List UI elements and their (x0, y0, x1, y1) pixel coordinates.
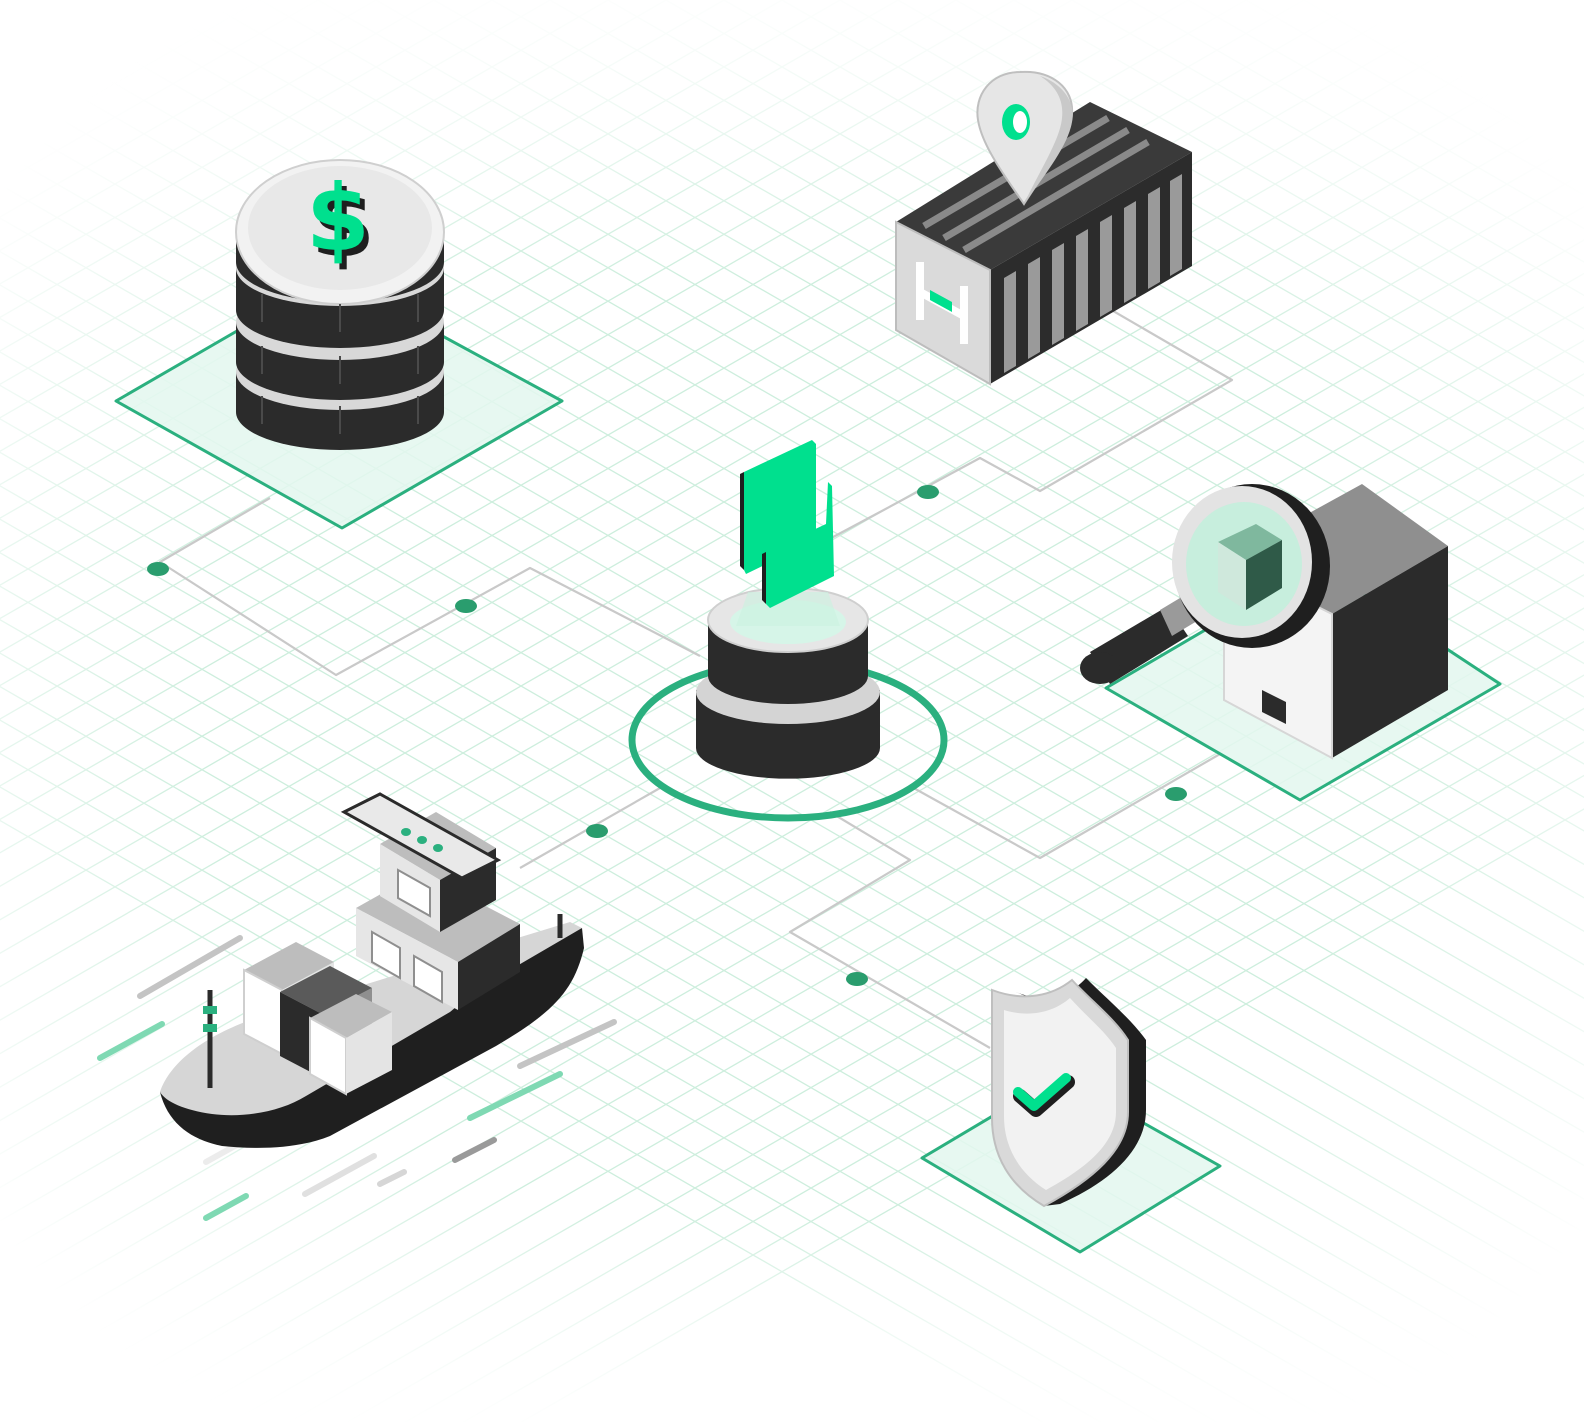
connector-container (819, 307, 1234, 545)
node-dot (455, 599, 477, 613)
magnifier-package-icon (1080, 484, 1502, 802)
node-dot (1165, 787, 1187, 801)
shipping-container-icon (895, 102, 1192, 386)
platform-hub-icon (628, 440, 948, 822)
dollar-sign-icon: $ (311, 171, 375, 278)
node-dot (586, 824, 608, 838)
connector-shield (788, 811, 991, 1049)
dollar-sign-face: $ (306, 165, 370, 272)
connector-coins (158, 497, 701, 677)
connector-search (909, 753, 1221, 860)
node-dot (846, 972, 868, 986)
connector-nodes (147, 485, 1187, 986)
speed-lines (97, 935, 617, 1221)
node-dot (147, 562, 169, 576)
location-pin-icon (976, 70, 1074, 206)
node-dot (917, 485, 939, 499)
shield-check-icon (920, 978, 1222, 1254)
connector-lines (158, 307, 1234, 1049)
ship-containers (243, 942, 392, 1096)
dollar-coin-stack-icon: $ $ (114, 159, 564, 530)
cargo-ship-icon (97, 792, 617, 1221)
